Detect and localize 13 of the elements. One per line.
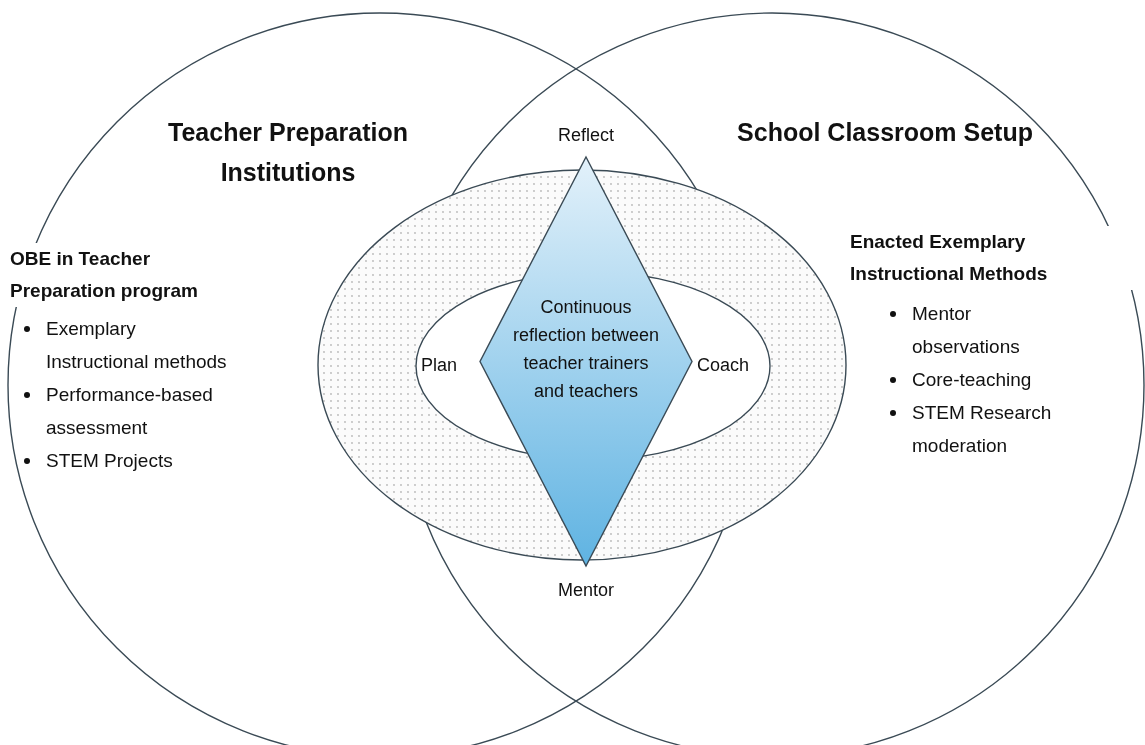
bullet-item: STEM Research moderation [912,402,1052,456]
bullet-item: STEM Projects [46,450,173,471]
cycle-step-label: Plan [421,354,458,376]
cycle-step-label: Reflect [558,124,614,146]
center-text: Continuous reflection between teacher trainers and teachers [511,296,661,403]
cycle-step-label: Coach [697,354,750,376]
circle-heading: Teacher Preparation Institutions [167,117,409,188]
bullet-item: Performance-based assessment [46,384,213,438]
bullet-item: Core-teaching [912,369,1032,390]
bullet-item: Mentor observations [912,303,1020,357]
cycle-step-label: Mentor [558,579,614,601]
bullet-item: Exemplary Instructional methods [46,318,227,372]
circle-heading: School Classroom Setup [736,117,1034,148]
